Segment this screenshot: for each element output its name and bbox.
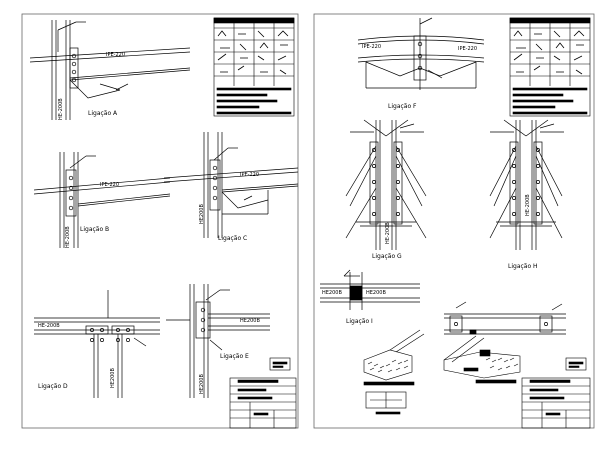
connection-i-label: Ligação I	[346, 318, 373, 325]
sheet-1-north-stamp	[269, 357, 291, 371]
sheet-2-north-stamp	[565, 357, 587, 371]
connection-e-column-label: HE200B	[199, 374, 205, 394]
sheet-2-title-block	[521, 377, 591, 429]
connection-e-detail	[166, 284, 270, 398]
connection-a-column-label: HE-200B	[58, 98, 64, 120]
connection-c-column-label: HE200B	[199, 204, 205, 224]
sheet-2: IPE-220 IPE-220 Ligação F	[313, 13, 595, 429]
connection-a-label: Ligação A	[88, 110, 118, 117]
connection-e-label: Ligação E	[220, 353, 249, 360]
connection-b-column-label: HE-200B	[65, 226, 71, 248]
sheet-1-title-block	[229, 377, 297, 429]
connection-h-column-label: HE-200B	[525, 194, 531, 216]
sheet-1-legend-block	[213, 17, 295, 117]
connection-c-detail	[163, 132, 299, 238]
connection-g-detail	[345, 119, 427, 250]
connection-h-detail	[489, 119, 564, 250]
connection-i-profile-left-label: HE200B	[322, 290, 342, 296]
connection-h-label: Ligação H	[508, 263, 538, 270]
connection-d-label: Ligação D	[38, 383, 68, 390]
connection-e-profile-label: HE200B	[240, 318, 260, 324]
sheet-2-border	[313, 13, 595, 429]
isometric-detail-left	[363, 329, 425, 415]
connection-d-detail	[34, 290, 160, 398]
stair-detail	[444, 301, 566, 335]
connection-i-profile-right-label: HE200B	[366, 290, 386, 296]
connection-g-label: Ligação G	[372, 253, 402, 260]
isometric-detail-right	[443, 335, 521, 384]
connection-c-profile-label: IPE-220	[240, 172, 259, 178]
connection-f-label: Ligação F	[388, 103, 417, 110]
connection-f-profile-left-label: IPE-220	[362, 44, 381, 50]
connection-d-column-label: HE200B	[110, 368, 116, 388]
connection-d-profile-label: HE-200B	[38, 323, 60, 329]
connection-f-profile-right-label: IPE-220	[458, 46, 477, 52]
connection-b-profile-label: IPE-220	[100, 182, 119, 188]
connection-a-detail	[29, 20, 191, 120]
connection-a-profile-label: IPE-220	[106, 52, 125, 58]
connection-f-detail	[357, 17, 485, 90]
sheet-1: IPE-220 HE-200B Ligação A IPE-220 HE-200…	[21, 13, 299, 429]
sheet-1-border	[21, 13, 299, 429]
connection-b-detail	[33, 152, 171, 248]
connection-g-column-label: HE-200B	[385, 222, 391, 244]
connection-b-label: Ligação B	[80, 226, 109, 233]
connection-i-detail	[320, 269, 420, 310]
sheet-2-legend-block	[509, 17, 591, 117]
connection-c-label: Ligação C	[218, 235, 247, 242]
